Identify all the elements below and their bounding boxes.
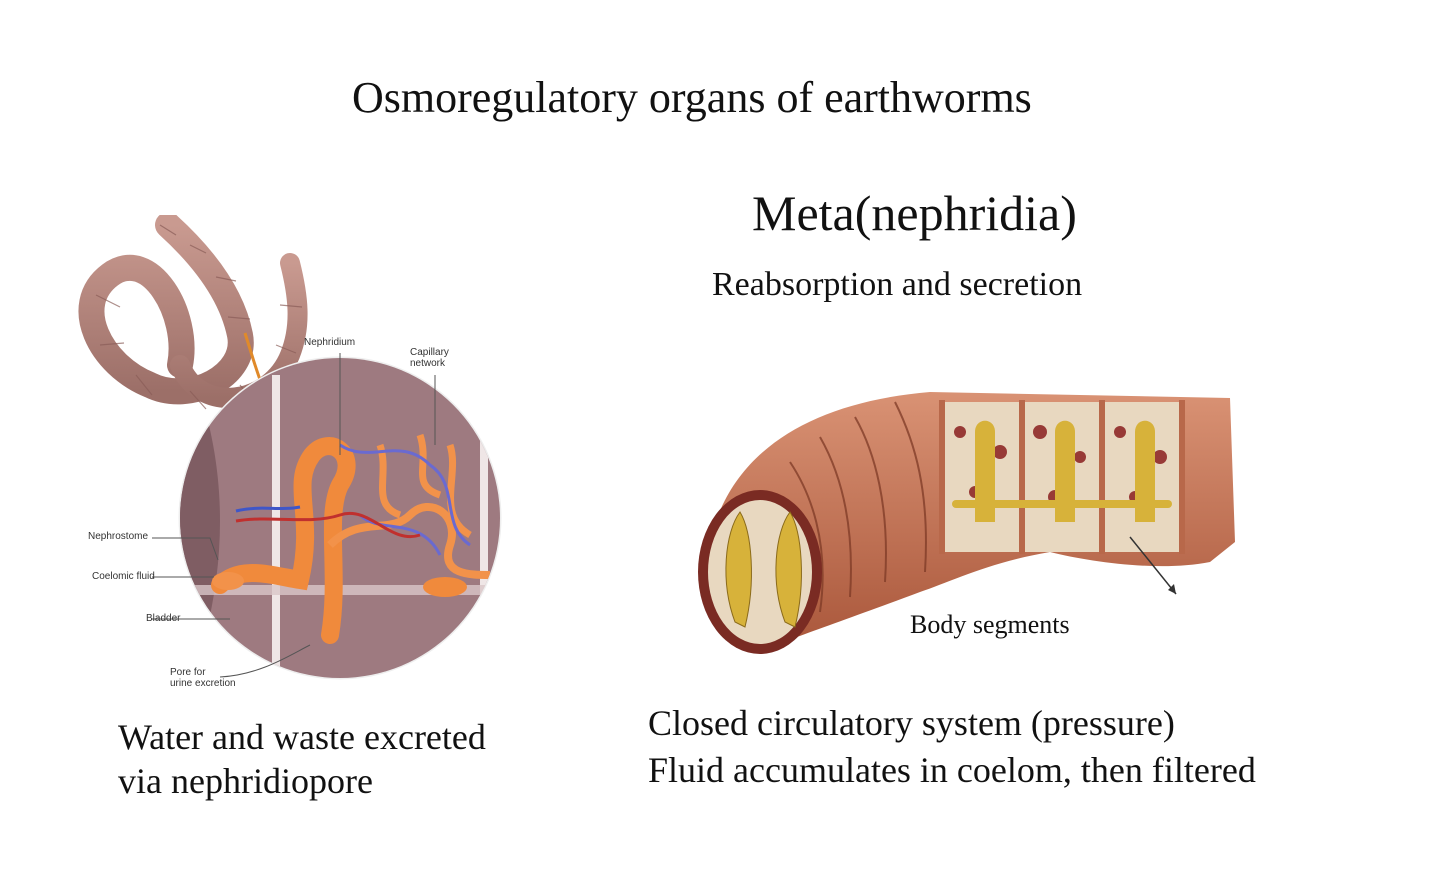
capillary-network [339,443,471,556]
right-caption: Closed circulatory system (pressure) Flu… [648,700,1368,794]
left-caption-line1: Water and waste excreted [118,717,486,757]
left-caption: Water and waste excreted via nephridiopo… [118,716,558,804]
section-subheading: Reabsorption and secretion [712,266,1083,303]
earthworm-body [78,215,254,405]
right-caption-line2: Fluid accumulates in coelom, then filter… [648,749,1256,790]
label-bladder: Bladder [146,613,181,624]
section-heading: Meta(nephridia) [752,185,1077,241]
page-title: Osmoregulatory organs of earthworms [352,73,1032,122]
label-pore: Pore for urine excretion [170,667,236,689]
label-nephrostome: Nephrostome [88,531,149,542]
label-pore-line1: Pore for [170,667,206,678]
label-pore-line2: urine excretion [170,677,236,689]
left-nephridium-illustration [78,215,502,680]
label-coelomic-fluid: Coelomic fluid [92,571,155,582]
right-caption-line1: Closed circulatory system (pressure) [648,703,1175,743]
bladder-shape [423,577,467,597]
label-capillary-line1: Capillary [410,347,449,358]
right-segments-illustration [698,392,1235,654]
label-body-segments: Body segments [910,610,1070,639]
label-capillary-line2: network [410,357,446,369]
left-caption-line2: via nephridiopore [118,760,373,801]
label-nephridium: Nephridium [304,337,356,348]
nephridium-tube [211,437,356,644]
label-capillary-network: Capillary network [410,347,449,369]
